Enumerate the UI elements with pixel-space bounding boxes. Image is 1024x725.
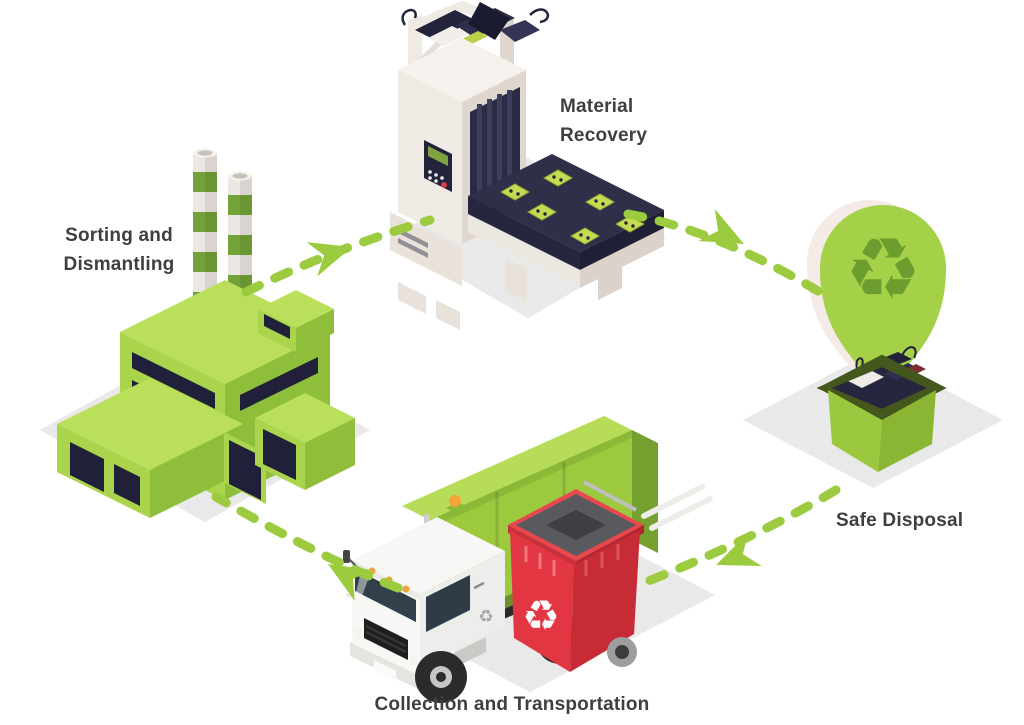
bin-rim: [816, 354, 947, 422]
arrow-material-to-disposal: [623, 208, 823, 296]
stage-label-collection-and-transportation: Collection and Transportation: [374, 694, 650, 715]
recycle-icon: ♻: [522, 591, 560, 640]
red-recycle-bin: ♻: [508, 480, 644, 672]
factory-left-annex: [57, 378, 243, 518]
windshield: [355, 569, 416, 622]
amber-beacon: [449, 495, 461, 507]
garbage-truck-illustration: ♻: [343, 416, 715, 703]
recycle-icon: ♻: [478, 607, 493, 627]
safe-disposal-illustration: ♻: [743, 200, 1003, 488]
headlight: [354, 626, 362, 640]
arrow-sorting-to-material: [241, 215, 435, 297]
green-ewaste-bin: [816, 346, 947, 472]
factory-window-strip: [264, 314, 290, 339]
machine-control-panel: [424, 140, 452, 192]
factory-right-annex: [255, 393, 355, 490]
garage-door: [263, 429, 296, 480]
truck-cab: ♻: [343, 517, 505, 690]
marker-light: [402, 585, 410, 593]
license-plate: [374, 660, 396, 681]
stage-label-safe-disposal: Safe Disposal: [836, 510, 964, 531]
circuit-board: [526, 203, 558, 221]
stage-label-material-recovery: Material Recovery: [560, 96, 648, 147]
side-mirror: [343, 550, 350, 563]
circuit-board: [584, 193, 616, 211]
grille: [364, 618, 408, 660]
truck-front-wheel: [415, 651, 467, 703]
arrow-collection-to-sorting: [211, 492, 403, 602]
control-screen: [428, 146, 448, 166]
garage-door: [70, 442, 104, 492]
headlight: [410, 654, 418, 668]
recycle-icon: ♻: [844, 220, 921, 320]
circuit-board: [499, 183, 531, 201]
circuit-boards: [499, 169, 646, 245]
factory-window-strip: [132, 352, 215, 409]
garage-door: [114, 464, 140, 506]
arrowhead: [306, 229, 358, 277]
circuit-board: [542, 169, 574, 187]
factory-illustration: [40, 148, 370, 522]
garage-door: [229, 440, 261, 500]
door-window: [426, 575, 470, 632]
factory-window-strip: [240, 357, 318, 411]
arrow-disposal-to-collection: [641, 485, 841, 587]
circuit-board: [569, 227, 601, 245]
shredder-machine-illustration: [390, 1, 666, 330]
stage-label-sorting-and-dismantling: Sorting and Dismantling: [63, 225, 175, 276]
factory-roof-penthouse: [258, 290, 334, 352]
